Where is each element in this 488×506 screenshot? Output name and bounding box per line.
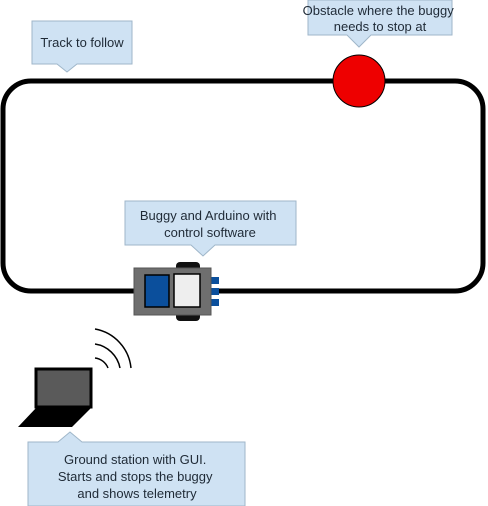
callout-ground-line-3: and shows telemetry <box>77 486 197 501</box>
buggy-board <box>173 273 201 308</box>
arduino-board <box>144 274 170 308</box>
svg-text:Ground station with GUI.: Ground station with GUI. Starts and stop… <box>58 452 216 501</box>
callout-obstacle-line-1: Obstacle where the buggy <box>303 3 455 18</box>
svg-text:Track to follow: Track to follow <box>40 35 124 50</box>
callout-obstacle-line-2: needs to stop at <box>334 19 427 34</box>
callout-ground-line-2: Starts and stops the buggy <box>58 469 213 484</box>
callout-buggy-line-2: control software <box>164 225 256 240</box>
buggy-icon <box>133 262 219 321</box>
callout-track-line-1: Track to follow <box>40 35 124 50</box>
callout-buggy: Buggy and Arduino with control software <box>124 200 297 257</box>
callout-track: Track to follow <box>31 20 133 73</box>
callout-buggy-line-1: Buggy and Arduino with <box>140 208 277 223</box>
laptop-icon <box>18 367 93 427</box>
obstacle-icon <box>332 54 386 108</box>
callout-obstacle: Obstacle where the buggy needs to stop a… <box>303 0 458 48</box>
callout-ground-line-1: Ground station with GUI. <box>64 452 206 467</box>
callout-ground-station: Ground station with GUI. Starts and stop… <box>27 431 246 506</box>
svg-text:Obstacle where the buggy: Obstacle where the buggy needs to stop a… <box>303 3 458 34</box>
svg-text:Buggy and Arduino with c: Buggy and Arduino with control software <box>140 208 280 240</box>
track-loop <box>0 78 486 294</box>
wifi-signal-icon <box>94 328 132 369</box>
